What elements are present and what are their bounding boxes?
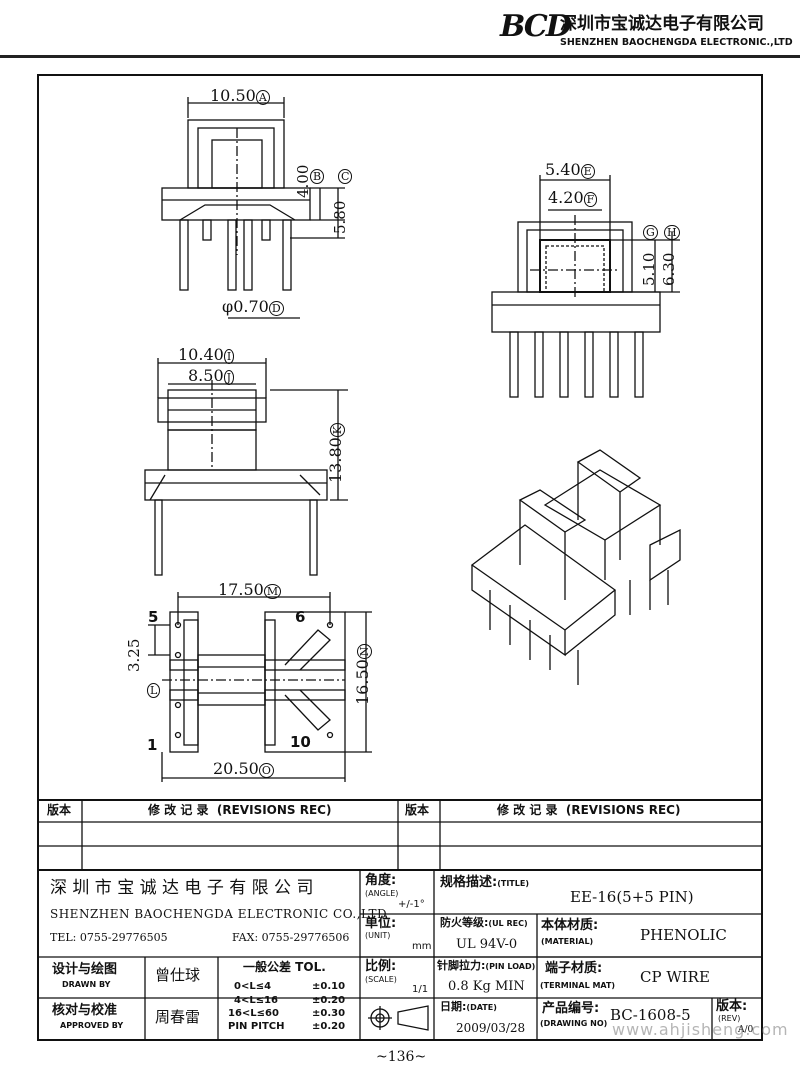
tb-company-cn: 深 圳 市 宝 诚 达 电 子 有 限 公 司 — [50, 878, 314, 898]
front-view — [161, 97, 345, 319]
tb-rev-label: 版本: — [716, 999, 748, 1014]
sheet-frame — [37, 74, 763, 1041]
tb-tol-label: 一般公差 TOL. — [243, 960, 326, 974]
dim-bottom-h: 16.50N — [353, 643, 372, 705]
dim-front-h1-value: 4.00 — [294, 164, 312, 198]
dim-bottom-pitch: 3.25 — [125, 638, 143, 672]
pin-label-1: 1 — [147, 736, 158, 754]
tb-date-label: 日期:(DATE) — [440, 1000, 497, 1013]
tb-tol-row-3-val: ±0.20 — [312, 1021, 346, 1032]
pin-label-5: 5 — [148, 608, 159, 626]
tb-pinload-val: 0.8 Kg MIN — [448, 979, 525, 994]
tb-scale-en: (SCALE) — [365, 975, 397, 984]
dim-side-h: 13.80K — [326, 422, 345, 483]
tb-drawno-val: BC-1608-5 — [610, 1006, 691, 1024]
tb-pinload-label: 针脚拉力:(PIN LOAD) — [437, 959, 536, 972]
tb-terminal-val: CP WIRE — [640, 968, 710, 986]
tb-material-en: (MATERIAL) — [541, 937, 594, 946]
tb-scale-label: 比例: — [365, 959, 397, 974]
company-logo: BCD — [500, 9, 572, 44]
tb-unit-val: mm — [412, 941, 432, 952]
watermark: www.ahjisheng.com — [612, 1020, 789, 1039]
tb-drawno-label: 产品编号: — [542, 1001, 600, 1016]
header-company-en: SHENZHEN BAOCHENGDA ELECTRONIC.,LTD — [560, 37, 793, 48]
dim-bottom-l-tag: L — [147, 683, 161, 698]
tb-angle-val: +/-1° — [398, 899, 425, 910]
tb-ul-val: UL 94V-0 — [456, 937, 518, 952]
tb-title-val: EE-16(5+5 PIN) — [570, 888, 694, 906]
tb-tol-row-1-val: ±0.20 — [312, 995, 346, 1006]
rev-col-version-left: 版本 — [47, 803, 72, 817]
revision-table-lines — [38, 799, 762, 871]
title-block-lines — [38, 870, 762, 1040]
tb-approved-label: 核对与校准 — [52, 1003, 118, 1018]
tb-terminal-label: 端子材质: — [545, 961, 603, 976]
tb-angle-en: (ANGLE) — [365, 889, 399, 898]
dim-right-h1-value: 5.10 — [640, 252, 658, 286]
tb-tol-row-2-val: ±0.30 — [312, 1008, 346, 1019]
tb-angle-label: 角度: — [365, 873, 397, 888]
dim-front-h2-tag: C — [338, 169, 353, 184]
dim-front-h1: B — [310, 169, 325, 184]
tb-terminal-en: (TERMINAL MAT) — [540, 981, 616, 990]
dim-front-h2-value: 5.80 — [331, 200, 349, 234]
tb-fax: FAX: 0755-29776506 — [232, 931, 350, 944]
tb-drawno-en: (DRAWING NO) — [540, 1019, 608, 1028]
rev-col-record-right: 修 改 记 录 (REVISIONS REC) — [497, 803, 681, 817]
tb-drawn-en: DRAWN BY — [62, 980, 111, 989]
tb-tol-row-1-range: 4<L≤16 — [234, 995, 279, 1006]
tb-date-val: 2009/03/28 — [456, 1021, 526, 1035]
tb-scale-val: 1/1 — [412, 984, 429, 995]
dim-right-h1-tag: G — [643, 225, 658, 240]
tb-rev-en: (REV) — [718, 1014, 741, 1023]
tb-approved-val: 周春雷 — [155, 1008, 201, 1026]
tb-tol-row-3-range: PIN PITCH — [228, 1021, 285, 1032]
tb-drawn-label: 设计与绘图 — [52, 962, 118, 977]
tb-company-en: SHENZHEN BAOCHENGDA ELECTRONIC CO.,LTD — [50, 907, 388, 921]
tb-rev-val: A/0 — [738, 1025, 754, 1035]
tb-unit-en: (UNIT) — [365, 931, 391, 940]
dim-right-h2-tag: H — [664, 225, 680, 240]
tb-drawn-val: 曾仕球 — [155, 966, 201, 984]
tb-approved-en: APPROVED BY — [60, 1021, 124, 1030]
pin-label-6: 6 — [295, 608, 306, 626]
tb-unit-label: 单位: — [365, 916, 397, 931]
page-number: ~136~ — [376, 1049, 427, 1065]
right-view — [491, 175, 680, 398]
rev-col-record-left: 修 改 记 录 (REVISIONS REC) — [148, 803, 332, 817]
tb-tol-row-0-val: ±0.10 — [312, 981, 346, 992]
pin-label-10: 10 — [290, 733, 311, 751]
tb-ul-label: 防火等级:(UL REC) — [440, 916, 528, 929]
header-rule — [0, 55, 800, 58]
tb-tol-row-2-range: 16<L≤60 — [228, 1008, 279, 1019]
tb-tol-row-0-range: 0<L≤4 — [234, 981, 272, 992]
rev-col-version-right: 版本 — [405, 803, 430, 817]
side-view — [144, 358, 348, 576]
tb-material-val: PHENOLIC — [640, 926, 727, 944]
tb-title-label: 规格描述:(TITLE) — [440, 875, 529, 890]
header-company-cn: 深圳市宝诚达电子有限公司 — [560, 14, 764, 34]
tb-tel: TEL: 0755-29776505 — [50, 931, 168, 944]
dim-right-h2-value: 6.30 — [660, 252, 678, 286]
tb-material-label: 本体材质: — [541, 918, 599, 933]
bottom-view — [148, 592, 372, 782]
isometric-view — [470, 449, 681, 685]
